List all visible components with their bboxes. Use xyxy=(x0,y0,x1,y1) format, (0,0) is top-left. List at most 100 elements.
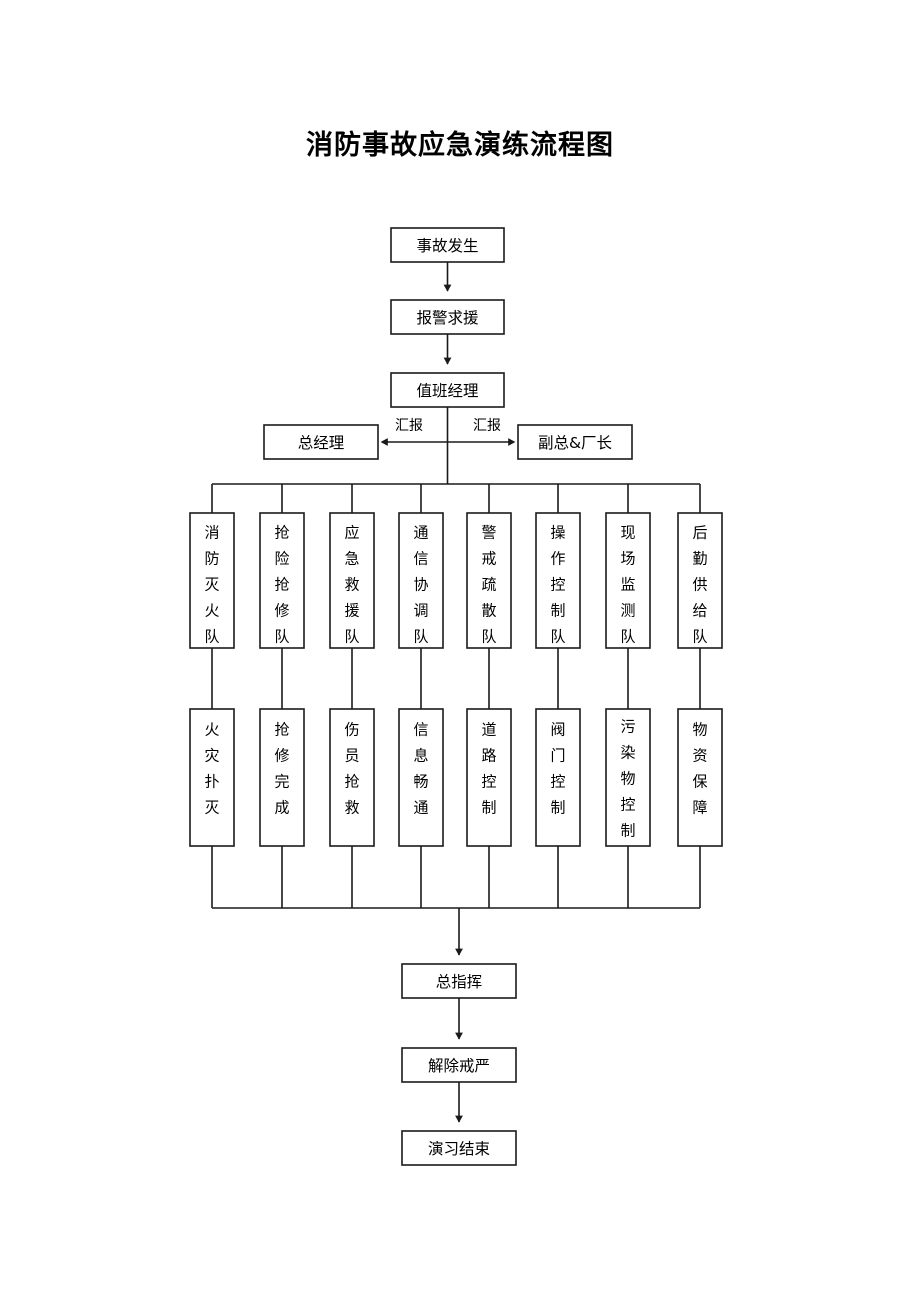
outcome-box-4[interactable]: 信 息 畅 通 xyxy=(398,708,444,847)
team-box-8-char-4: 给 xyxy=(692,602,707,620)
outcome-box-3-char-2: 员 xyxy=(344,747,359,765)
report-left-text: 汇报 xyxy=(395,418,423,434)
node-duty-manager[interactable]: 值班经理 xyxy=(390,372,505,408)
team-box-8-char-2: 勤 xyxy=(692,550,707,568)
outcome-box-1[interactable]: 火 灾 扑 灭 xyxy=(189,708,235,847)
team-box-5-char-2: 戒 xyxy=(481,550,496,568)
team-box-3-char-4: 援 xyxy=(344,602,359,620)
outcome-box-5-char-4: 制 xyxy=(481,799,496,817)
team-box-8[interactable]: 后 勤 供 给 队 xyxy=(677,512,723,649)
team-box-4[interactable]: 通 信 协 调 队 xyxy=(398,512,444,649)
outcome-box-2-char-4: 成 xyxy=(274,799,289,817)
outcome-box-5[interactable]: 道 路 控 制 xyxy=(466,708,512,847)
team-box-5[interactable]: 警 戒 疏 散 队 xyxy=(466,512,512,649)
team-box-1-char-5: 队 xyxy=(204,628,219,646)
outcome-box-2[interactable]: 抢 修 完 成 xyxy=(259,708,305,847)
node-commander-label: 总指挥 xyxy=(436,973,483,991)
node-general-manager[interactable]: 总经理 xyxy=(263,424,379,460)
team-box-2[interactable]: 抢 险 抢 修 队 xyxy=(259,512,305,649)
team-box-7[interactable]: 现 场 监 测 队 xyxy=(605,512,651,649)
team-box-3[interactable]: 应 急 救 援 队 xyxy=(329,512,375,649)
team-box-5-char-3: 疏 xyxy=(481,576,496,594)
outcome-box-6-char-3: 控 xyxy=(550,773,565,791)
edges-outcomes-to-merge-bar xyxy=(211,846,701,908)
outcome-box-7[interactable]: 污 染 物 控 制 xyxy=(605,708,651,847)
outcome-box-3-char-1: 伤 xyxy=(344,721,359,739)
outcome-box-2-char-1: 抢 xyxy=(274,721,289,739)
team-box-2-char-4: 修 xyxy=(274,602,289,620)
node-deputy-plant-manager[interactable]: 副总&厂长 xyxy=(517,424,633,460)
outcome-box-1-char-4: 灭 xyxy=(204,799,219,817)
outcome-box-1-char-3: 扑 xyxy=(204,773,219,791)
edges-bar-to-teams xyxy=(211,484,701,513)
outcome-box-4-char-1: 信 xyxy=(413,721,428,739)
outcome-box-1-char-2: 灾 xyxy=(204,747,219,765)
node-incident[interactable]: 事故发生 xyxy=(390,227,505,263)
outcome-box-7-char-1: 污 xyxy=(620,718,635,736)
team-box-8-char-3: 供 xyxy=(692,576,707,594)
page-title: 消防事故应急演练流程图 xyxy=(306,130,614,161)
outcome-box-4-char-2: 息 xyxy=(413,747,428,765)
outcome-box-8-char-1: 物 xyxy=(692,721,707,739)
node-lift-alert[interactable]: 解除戒严 xyxy=(401,1047,517,1083)
team-box-6-char-5: 队 xyxy=(550,628,565,646)
outcome-box-6-char-4: 制 xyxy=(550,799,565,817)
team-box-2-char-5: 队 xyxy=(274,628,289,646)
team-box-2-char-3: 抢 xyxy=(274,576,289,594)
node-deputy-plant-manager-label: 副总&厂长 xyxy=(538,434,612,452)
edge-label-report-left: 汇报 xyxy=(395,418,423,434)
team-box-6-char-3: 控 xyxy=(550,576,565,594)
outcome-box-2-char-2: 修 xyxy=(274,747,289,765)
team-box-7-char-4: 测 xyxy=(620,602,635,620)
team-box-2-char-2: 险 xyxy=(274,550,289,568)
node-drill-end[interactable]: 演习结束 xyxy=(401,1130,517,1166)
team-box-8-char-5: 队 xyxy=(692,628,707,646)
outcome-box-8[interactable]: 物 资 保 障 xyxy=(677,708,723,847)
node-incident-label: 事故发生 xyxy=(416,237,478,255)
outcome-box-7-char-4: 控 xyxy=(620,796,635,814)
edges-teams-to-outcomes xyxy=(211,648,701,709)
team-box-4-char-1: 通 xyxy=(413,524,428,542)
outcome-box-5-char-1: 道 xyxy=(481,721,496,739)
team-box-1-char-3: 灭 xyxy=(204,576,219,594)
team-box-8-char-1: 后 xyxy=(692,524,707,542)
team-box-3-char-1: 应 xyxy=(344,524,359,542)
outcome-box-3-char-3: 抢 xyxy=(344,773,359,791)
team-box-7-char-3: 监 xyxy=(620,576,635,594)
outcome-box-7-char-2: 染 xyxy=(620,744,635,762)
team-box-6[interactable]: 操 作 控 制 队 xyxy=(535,512,581,649)
node-alarm[interactable]: 报警求援 xyxy=(390,299,505,335)
outcome-box-8-char-4: 障 xyxy=(692,799,707,817)
outcome-box-4-char-4: 通 xyxy=(413,799,428,817)
team-box-6-char-4: 制 xyxy=(550,602,565,620)
team-box-7-char-1: 现 xyxy=(620,524,635,542)
outcome-box-6-char-1: 阀 xyxy=(550,721,565,739)
outcome-box-6-char-2: 门 xyxy=(550,747,565,765)
node-drill-end-label: 演习结束 xyxy=(428,1140,490,1158)
outcome-box-6[interactable]: 阀 门 控 制 xyxy=(535,708,581,847)
team-box-5-char-5: 队 xyxy=(481,628,496,646)
team-box-6-char-2: 作 xyxy=(550,550,565,568)
team-box-4-char-4: 调 xyxy=(413,602,428,620)
team-box-1-char-2: 防 xyxy=(204,550,219,568)
team-box-7-char-2: 场 xyxy=(620,550,635,568)
team-box-3-char-3: 救 xyxy=(344,576,359,594)
outcome-box-2-char-3: 完 xyxy=(274,773,289,791)
report-right-text: 汇报 xyxy=(473,418,501,434)
edge-label-report-right: 汇报 xyxy=(473,418,501,434)
outcome-box-8-char-3: 保 xyxy=(692,773,707,791)
team-box-1-char-1: 消 xyxy=(204,524,219,542)
team-box-5-char-1: 警 xyxy=(481,524,496,542)
team-box-6-char-1: 操 xyxy=(550,524,565,542)
outcome-box-4-char-3: 畅 xyxy=(413,773,428,791)
team-box-3-char-5: 队 xyxy=(344,628,359,646)
team-box-1[interactable]: 消 防 灭 火 队 xyxy=(189,512,235,649)
team-box-4-char-3: 协 xyxy=(413,576,428,594)
outcome-box-3[interactable]: 伤 员 抢 救 xyxy=(329,708,375,847)
node-duty-manager-label: 值班经理 xyxy=(416,382,478,400)
node-general-manager-label: 总经理 xyxy=(298,434,345,452)
team-box-2-char-1: 抢 xyxy=(274,524,289,542)
node-commander[interactable]: 总指挥 xyxy=(401,963,517,999)
